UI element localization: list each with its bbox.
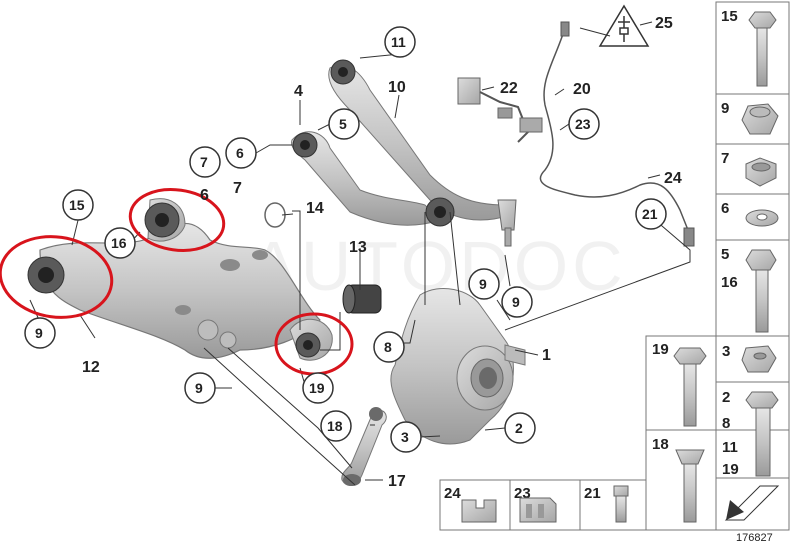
bolt-15-icon <box>748 11 777 87</box>
callout-21: 21 <box>642 206 658 222</box>
label-6b: 6 <box>200 187 209 204</box>
label-14: 14 <box>306 200 324 217</box>
part-label-18: 18 <box>652 436 669 453</box>
part-label-19b: 19 <box>722 461 739 478</box>
part-label-21: 21 <box>584 485 601 502</box>
label-10: 10 <box>388 79 406 96</box>
label-24: 24 <box>664 170 682 187</box>
bushing-top <box>144 202 180 238</box>
callout-23: 23 <box>575 116 591 132</box>
clip-23-icon <box>519 497 557 523</box>
callout-16: 16 <box>111 235 127 251</box>
part-label-7: 7 <box>721 150 729 167</box>
callout-7a: 7 <box>200 154 208 170</box>
part-label-16: 16 <box>721 274 738 291</box>
callout-2: 2 <box>515 420 523 436</box>
part-label-9: 9 <box>721 100 729 117</box>
upper-control-arm <box>328 59 517 247</box>
label-13: 13 <box>349 239 367 256</box>
callout-6a: 6 <box>236 145 244 161</box>
electrical-warning-icon <box>598 4 650 47</box>
callout-5: 5 <box>339 116 347 132</box>
callout-9b: 9 <box>195 380 203 396</box>
arrow-icon <box>715 477 790 531</box>
callout-9d: 9 <box>512 294 520 310</box>
bushing-left <box>27 256 65 294</box>
label-25: 25 <box>655 15 673 32</box>
part-label-19: 19 <box>652 341 669 358</box>
callout-circles <box>24 26 667 453</box>
callout-19: 19 <box>309 380 325 396</box>
sensor-cable <box>539 27 691 236</box>
label-7b: 7 <box>233 180 242 197</box>
wheel-carrier <box>390 287 526 445</box>
part-label-8: 8 <box>722 415 730 432</box>
bottom-strip <box>439 479 647 531</box>
bolt-19-icon <box>673 347 707 427</box>
part-label-6: 6 <box>721 200 729 217</box>
bushing-13 <box>342 284 382 314</box>
label-20: 20 <box>573 81 591 98</box>
callout-3: 3 <box>401 429 409 445</box>
label-4: 4 <box>294 83 303 100</box>
bushing-right <box>289 318 333 361</box>
highlight-circle-top <box>128 188 226 252</box>
label-17: 17 <box>388 473 406 490</box>
sensor-tip-icon <box>560 21 695 247</box>
callout-9c: 9 <box>479 276 487 292</box>
highlight-circles <box>0 188 354 376</box>
part-label-15: 15 <box>721 8 738 25</box>
bolt-2-8-11-19-icon <box>745 391 779 477</box>
highlight-circle-left <box>0 235 114 319</box>
connector-22 <box>457 77 543 143</box>
part-label-11: 11 <box>722 439 738 456</box>
reference-id: 176827 <box>736 532 773 544</box>
clip-24-icon <box>461 499 497 523</box>
callout-9a: 9 <box>35 325 43 341</box>
washer-6-icon <box>745 209 779 227</box>
part-label-3: 3 <box>722 343 730 360</box>
camber-arm <box>291 131 455 227</box>
parts-panel-right <box>715 1 790 337</box>
nut-7-icon <box>745 157 777 187</box>
label-12: 12 <box>82 359 100 376</box>
callout-11: 11 <box>391 34 406 50</box>
part-label-2: 2 <box>722 389 730 406</box>
label-22: 22 <box>500 80 518 97</box>
callout-15: 15 <box>69 197 85 213</box>
nut-3-icon <box>741 345 777 373</box>
callout-18: 18 <box>327 418 343 434</box>
bolt-18-icon <box>675 449 705 523</box>
bolt-21-icon <box>613 485 629 523</box>
bolt-5-16-icon <box>745 249 777 333</box>
label-1: 1 <box>542 347 551 364</box>
callout-8: 8 <box>384 339 392 355</box>
link-17 <box>341 407 387 486</box>
part-label-5: 5 <box>721 246 729 263</box>
nut-9-icon <box>741 103 779 135</box>
part-label-24: 24 <box>444 485 461 502</box>
